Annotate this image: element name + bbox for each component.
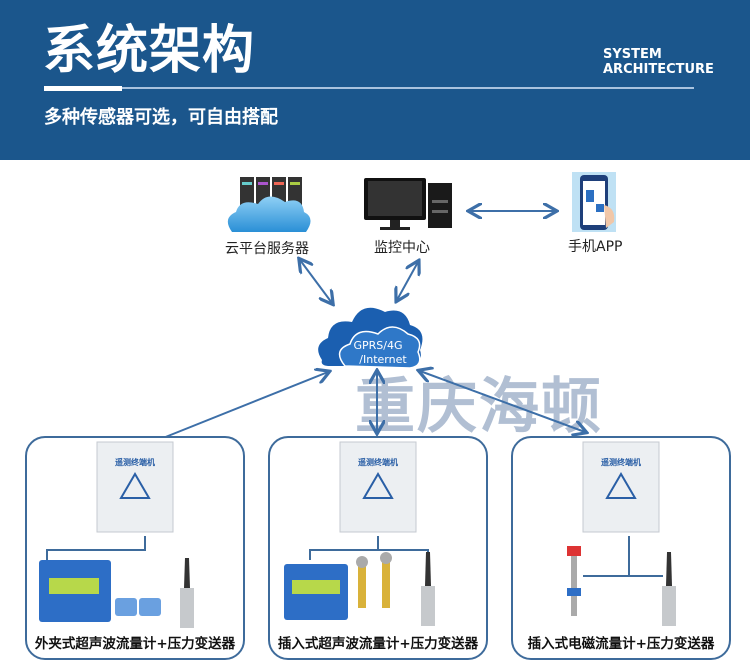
system-devices: 遥测终端机 (567, 441, 676, 626)
system-caption: 插入式电磁流量计+压力变送器 (527, 636, 715, 652)
terminal-label: 遥测终端机 (358, 457, 398, 467)
arrow-server-network (300, 260, 332, 303)
cloud-server-icon (227, 177, 311, 232)
pressure-transmitter-icon (421, 552, 435, 626)
monitor-center-icon (364, 178, 452, 230)
system-caption: 外夹式超声波流量计+压力变送器 (34, 636, 236, 652)
mobile-phone-icon (572, 172, 616, 232)
pressure-transmitter-icon (180, 558, 194, 628)
clamp-transducer-icon (115, 598, 161, 616)
network-label-1: GPRS/4G (353, 339, 402, 352)
network-label-2: /Internet (359, 353, 407, 366)
system-panel-insertion-electromagnetic: 遥测终端机 插入式电磁流量计+压力变送器 (511, 436, 731, 660)
english-title-line1: SYSTEM (603, 47, 662, 62)
terminal-label: 遥测终端机 (115, 457, 155, 467)
terminal-label: 遥测终端机 (601, 457, 641, 467)
pressure-transmitter-icon (662, 552, 676, 626)
terminal-cabinet-icon (339, 441, 417, 533)
divider-line (122, 87, 694, 89)
english-title-line2: ARCHITECTURE (603, 62, 714, 77)
ultrasonic-flowmeter-icon (284, 564, 348, 620)
page-subtitle: 多种传感器可选，可自由搭配 (44, 107, 278, 128)
terminal-cabinet-icon (582, 441, 660, 533)
electromagnetic-flowmeter-icon (567, 546, 581, 616)
monitor-center-label: 监控中心 (374, 240, 430, 256)
divider-accent (44, 86, 122, 91)
system-panel-clamp-ultrasonic: 遥测终端机 外夹式超声波流量计+压力变送器 (25, 436, 245, 660)
arrow-monitor-network (397, 262, 418, 300)
terminal-cabinet-icon (96, 441, 174, 533)
mobile-app-label: 手机APP (568, 239, 623, 255)
arrow-network-system1 (157, 372, 328, 441)
ultrasonic-flowmeter-icon (39, 560, 111, 622)
system-devices: 遥测终端机 (284, 441, 435, 626)
network-cloud-icon (318, 307, 423, 369)
system-caption: 插入式超声波流量计+压力变送器 (277, 636, 479, 652)
cloud-server-label: 云平台服务器 (225, 241, 309, 257)
arrow-network-system3 (420, 371, 585, 432)
page-title: 系统架构 (43, 21, 256, 81)
system-devices: 遥测终端机 (39, 441, 194, 628)
system-panel-insertion-ultrasonic: 遥测终端机 插入式超声波流量计+压力变送器 (268, 436, 488, 660)
insertion-transducer-icon (356, 552, 392, 608)
connection-arrows (157, 211, 585, 441)
